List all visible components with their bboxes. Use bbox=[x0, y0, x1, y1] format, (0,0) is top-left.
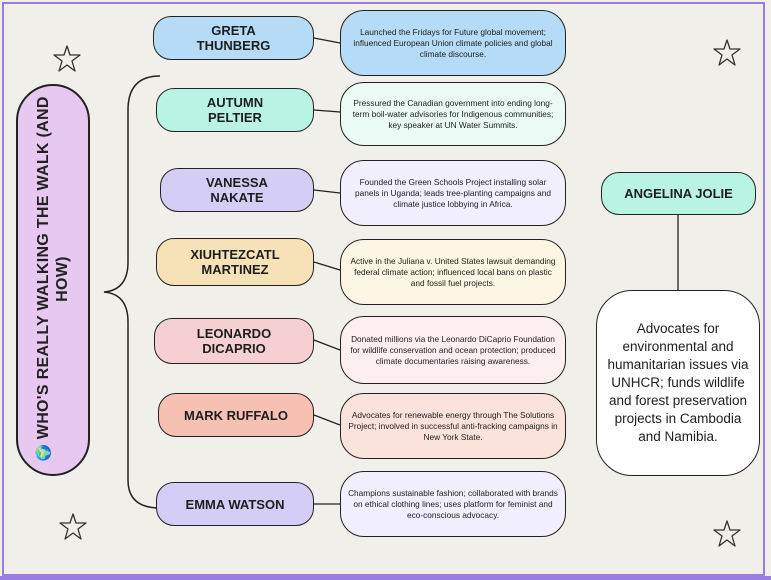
globe-icon: 🌍 bbox=[35, 443, 51, 462]
name-vanessa-nakate: VANESSA NAKATE bbox=[160, 168, 314, 212]
name-emma-watson: EMMA WATSON bbox=[156, 482, 314, 526]
name-leonardo-dicaprio: LEONARDO DICAPRIO bbox=[154, 318, 314, 364]
desc-leonardo-dicaprio: Donated millions via the Leonardo DiCapr… bbox=[340, 316, 566, 384]
star-icon bbox=[59, 513, 87, 540]
connector-3 bbox=[313, 261, 341, 271]
title-box bbox=[16, 84, 90, 476]
name-xiuhtezcatl-martinez: XIUHTEZCATL MARTINEZ bbox=[156, 238, 314, 286]
name-autumn-peltier: AUTUMN PELTIER bbox=[156, 88, 314, 132]
desc-greta-thunberg: Launched the Fridays for Future global m… bbox=[340, 10, 566, 76]
desc-autumn-peltier: Pressured the Canadian government into e… bbox=[340, 82, 566, 146]
connector-1 bbox=[313, 109, 341, 113]
name-greta-thunberg: GRETA THUNBERG bbox=[153, 16, 314, 60]
desc-xiuhtezcatl-martinez: Active in the Juliana v. United States l… bbox=[340, 239, 566, 305]
desc-angelina-jolie: Advocates for environmental and humanita… bbox=[596, 290, 760, 476]
star-icon bbox=[53, 45, 81, 72]
connector-0 bbox=[313, 37, 341, 44]
page-frame bbox=[2, 2, 765, 576]
title-label: WHO'S REALLY WALKING THE WALK (AND HOW) bbox=[35, 96, 71, 440]
desc-mark-ruffalo: Advocates for renewable energy through T… bbox=[340, 393, 566, 459]
desc-emma-watson: Champions sustainable fashion; collabora… bbox=[340, 471, 566, 537]
connector-4 bbox=[313, 339, 341, 351]
brace-connector bbox=[103, 75, 161, 509]
desc-vanessa-nakate: Founded the Green Schools Project instal… bbox=[340, 160, 566, 226]
bottom-border bbox=[0, 576, 771, 580]
star-icon bbox=[713, 39, 741, 66]
connector-2 bbox=[313, 189, 341, 194]
star-icon bbox=[713, 520, 741, 547]
connector-5 bbox=[313, 414, 341, 426]
page-title: 🌍 WHO'S REALLY WALKING THE WALK (AND HOW… bbox=[34, 89, 72, 469]
name-angelina-jolie: ANGELINA JOLIE bbox=[601, 172, 756, 215]
name-mark-ruffalo: MARK RUFFALO bbox=[158, 393, 314, 437]
